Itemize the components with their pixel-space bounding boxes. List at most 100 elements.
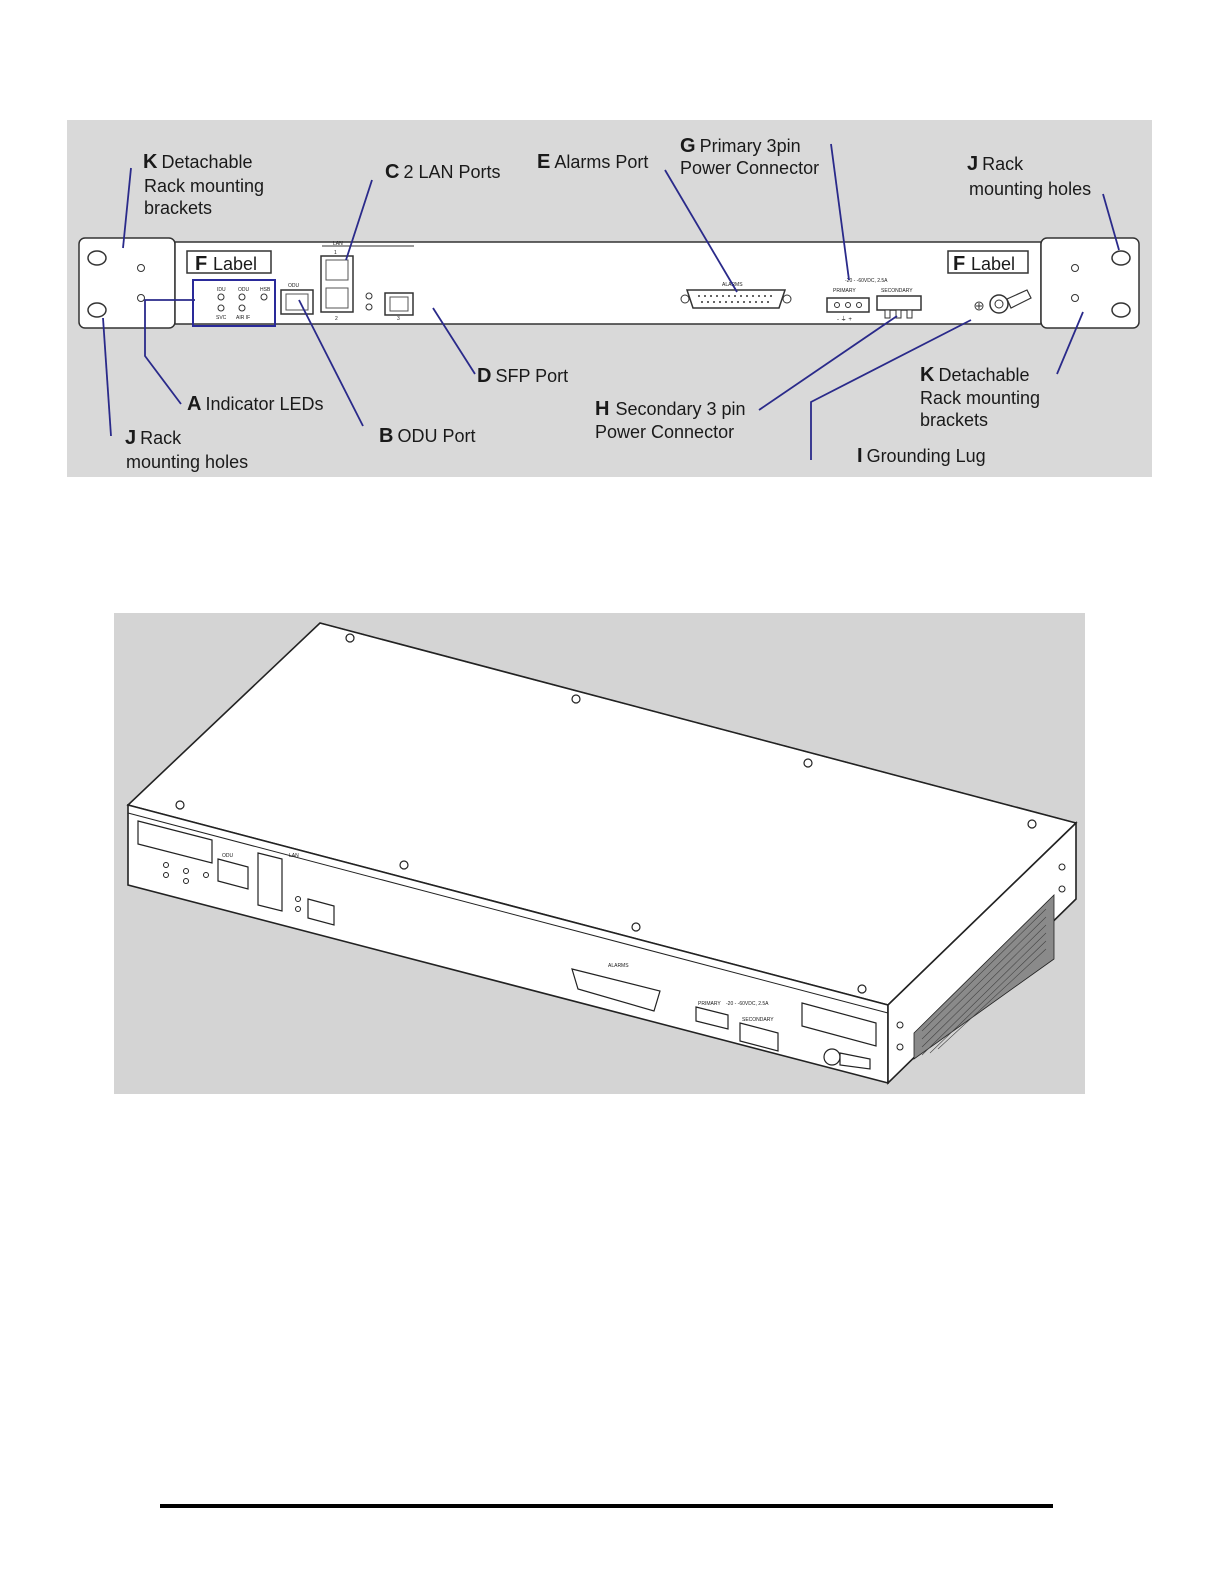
front-leds (163, 862, 301, 912)
lan-label: LAN (333, 241, 343, 247)
grounding-lug-tab (839, 1052, 871, 1070)
lan2-number: 2 (335, 316, 338, 322)
isometric-device-view: ODU LAN ALARMS -20 - -60VDC, 2.5A PRIMAR… (114, 613, 1085, 1094)
leader-j-bottom (102, 317, 112, 437)
secondary-power-connector (876, 295, 922, 311)
led-air-if (238, 304, 246, 312)
primary-power-connector (695, 1006, 729, 1030)
indicator-led-highlight (192, 279, 276, 327)
callout-label: Label (971, 254, 1015, 274)
leader-b (298, 299, 364, 427)
bracket-screw (137, 264, 145, 272)
rack-hole (1111, 302, 1131, 318)
callout-letter: F (195, 253, 207, 275)
alarms-port (685, 289, 787, 309)
leader-j-top (1102, 193, 1120, 251)
bracket-screw (137, 294, 145, 302)
footer-rule (160, 1504, 1053, 1508)
lan-ports (257, 852, 283, 912)
callout-leader-lines (102, 143, 1120, 460)
secondary-power-connector (739, 1022, 779, 1052)
alarms-port-pins (698, 295, 772, 303)
side-vent-grid (913, 894, 1055, 1060)
polarity-label: - ⏚ + (837, 316, 852, 323)
bracket-screw (1071, 264, 1079, 272)
sfp-port (307, 898, 335, 926)
top-screws (175, 633, 1037, 994)
iso-lan-label: LAN (289, 853, 299, 859)
leader-k-top (122, 167, 132, 249)
front-face-details (137, 820, 877, 1070)
lan-led (365, 292, 373, 300)
sfp-number: 3 (397, 316, 400, 322)
device-front-panel: F Label F Label IDU ODU HSB SVC AIR IF O… (78, 237, 1140, 329)
led-label-hsb: HSB (260, 287, 271, 293)
leader-i (810, 319, 972, 460)
led-label-idu: IDU (217, 287, 226, 293)
label-plate-left (137, 820, 213, 864)
side-holes (896, 863, 1066, 1051)
secondary-label: SECONDARY (881, 288, 913, 294)
grounding-lug (989, 294, 1009, 314)
iso-odu-label: ODU (222, 853, 234, 859)
alarms-port-screw (680, 294, 690, 304)
leader-d (432, 307, 476, 375)
label-plate-left (186, 250, 272, 274)
callout-k-top-line3: brackets (144, 198, 212, 218)
callout-h-line2: Power Connector (595, 422, 734, 442)
leader-k-bottom (1056, 311, 1084, 375)
leader-h (758, 315, 898, 411)
led-svc (217, 304, 225, 312)
grounding-lug-tab (1006, 289, 1032, 309)
lan-port-1 (325, 259, 349, 281)
callout-k-bottom-line3: brackets (920, 410, 988, 430)
leader-c (345, 179, 373, 261)
callout-j-top-line2: mounting holes (969, 179, 1091, 199)
back-edge-dashed (319, 622, 1077, 824)
lan-port-2 (325, 287, 349, 309)
grounding-lug (823, 1048, 841, 1066)
leader-a (144, 299, 195, 405)
odu-port (217, 858, 249, 890)
callout-k-top-line2: Rack mounting (144, 176, 264, 196)
led-idu (217, 293, 225, 301)
callout-j-bottom-line2: mounting holes (126, 452, 248, 472)
callout-letter: F (953, 253, 965, 275)
label-plate-right (947, 250, 1029, 274)
callout-k-bottom-line2: Rack mounting (920, 388, 1040, 408)
led-label-svc: SVC (216, 315, 227, 321)
rack-hole (87, 250, 107, 266)
bracket-screw (1071, 294, 1079, 302)
leader-e (664, 169, 738, 293)
iso-power-rating-label: -20 - -60VDC, 2.5A (726, 1001, 769, 1007)
alarms-port-screw (782, 294, 792, 304)
callout-label: Label (213, 254, 257, 274)
odu-port-label: ODU (288, 283, 300, 289)
power-rating-label: -20 - -60VDC, 2.5A (845, 278, 888, 284)
lan1-number: 1 (334, 250, 337, 256)
sfp-socket (389, 296, 409, 312)
callout-g-line2: Power Connector (680, 158, 819, 178)
primary-label: PRIMARY (833, 288, 856, 294)
led-label-odu: ODU (238, 287, 250, 293)
lan-led (365, 303, 373, 311)
ground-symbol (974, 301, 984, 311)
sfp-port (384, 292, 414, 316)
primary-power-connector (826, 297, 870, 313)
iso-secondary-label: SECONDARY (742, 1017, 774, 1023)
rack-hole (1111, 250, 1131, 266)
led-hsb (260, 293, 268, 301)
alarms-port (571, 968, 661, 1012)
iso-alarms-label: ALARMS (608, 963, 629, 969)
